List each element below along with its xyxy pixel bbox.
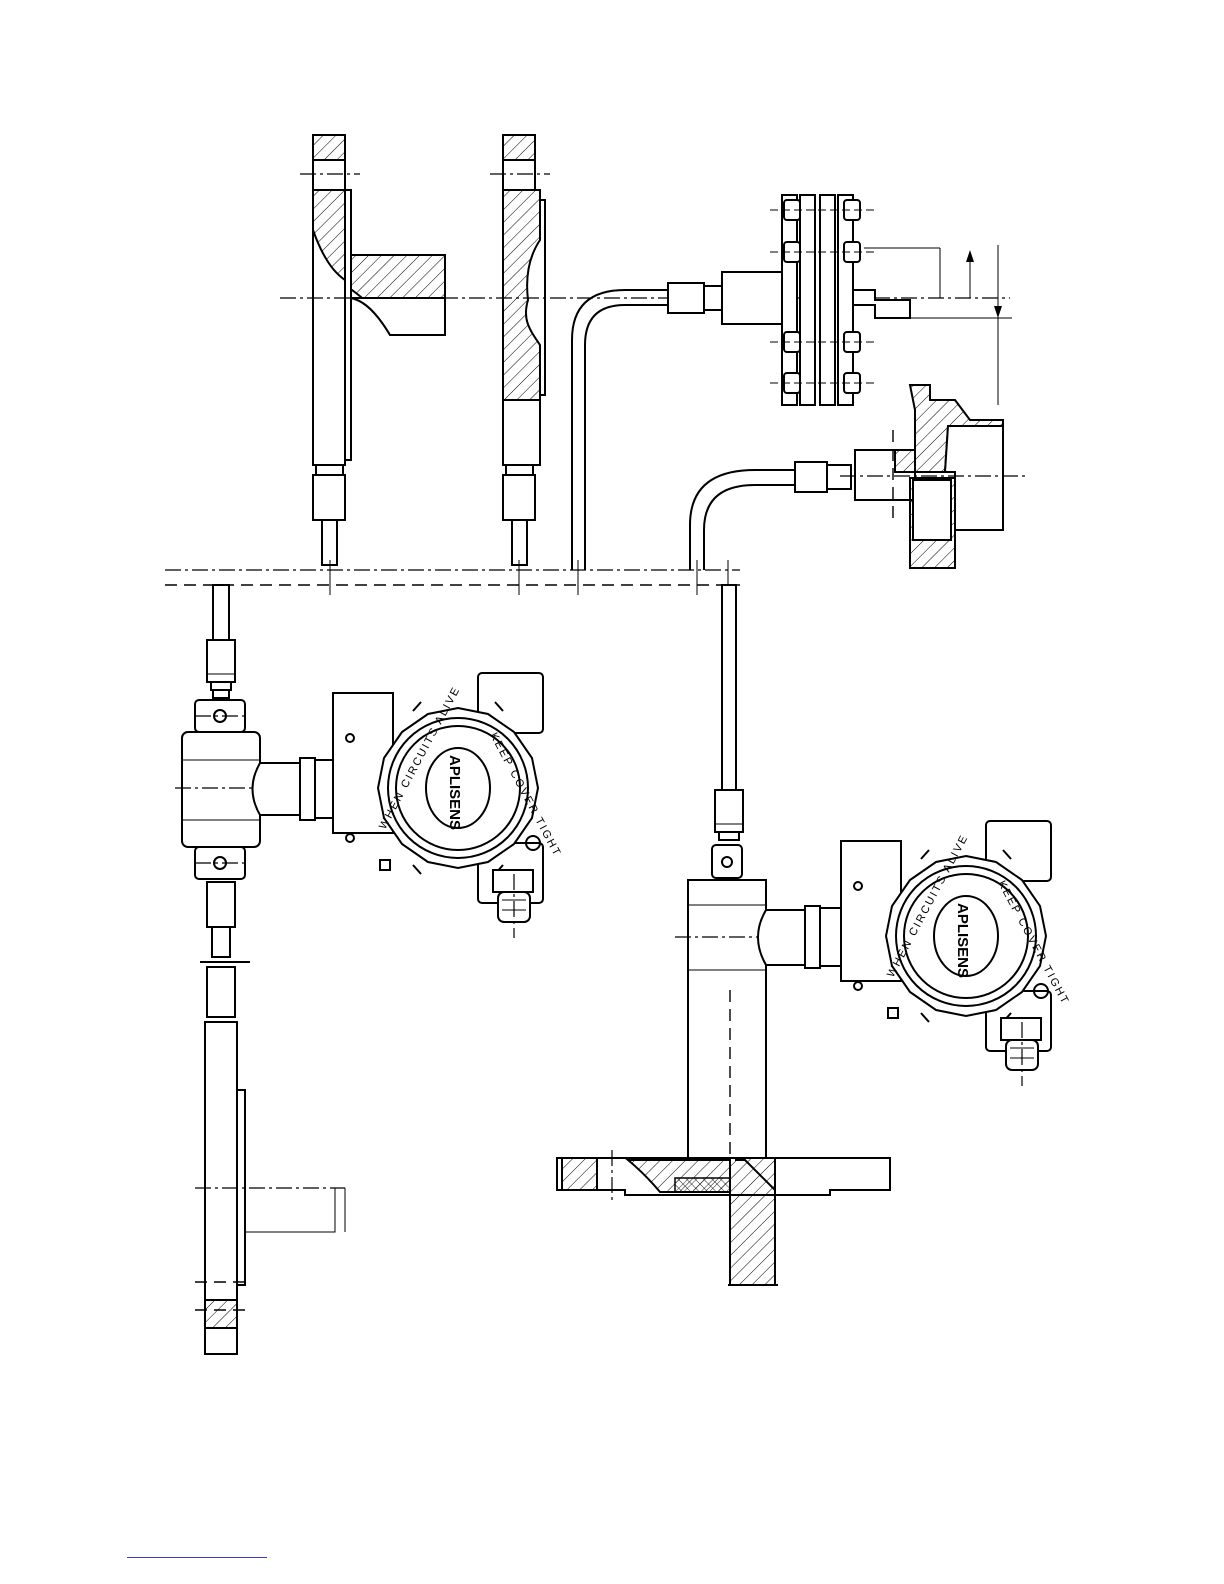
footer-rule [127,1557,267,1558]
right-transmitter [557,585,1051,1285]
flange-section-left [300,135,445,565]
brand-logo-left: APLISENS [446,755,463,830]
left-transmitter [175,585,543,1354]
flange-section-middle [490,135,550,565]
break-lines [165,560,740,595]
extended-flange-section [690,385,1025,570]
brand-logo-right: APLISENS [954,903,971,978]
